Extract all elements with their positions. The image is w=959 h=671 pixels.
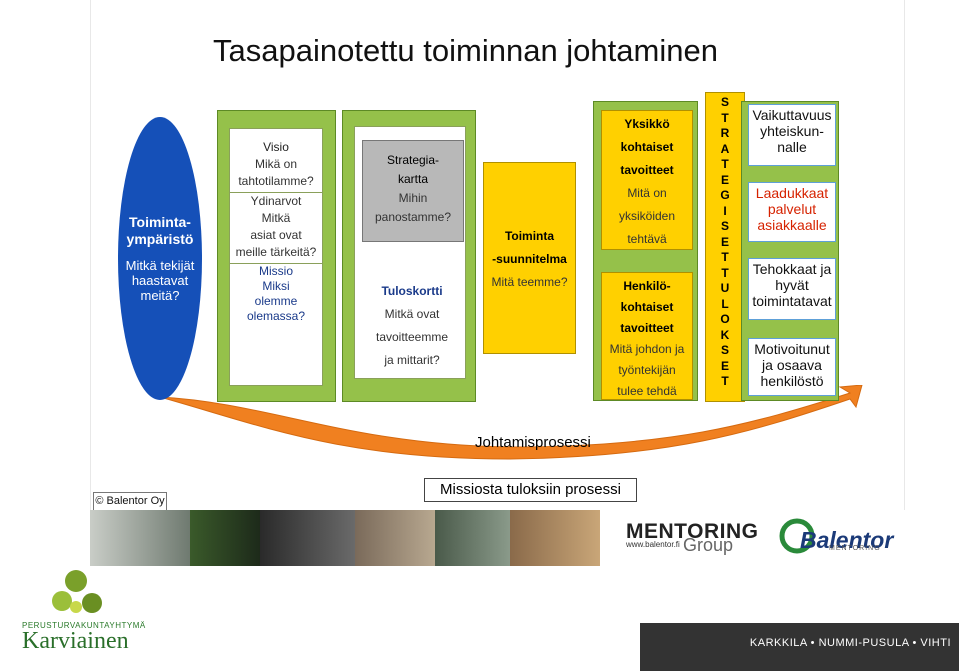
visio-q2: tahtotilamme? bbox=[238, 174, 314, 188]
strategic-letter: T bbox=[721, 157, 729, 171]
gooseberry-leaf-icon bbox=[52, 570, 102, 613]
result-box: Laadukkaat palvelut asiakkaalle bbox=[748, 182, 836, 242]
missio-q1: Miksi bbox=[262, 279, 290, 293]
photo-office bbox=[435, 510, 510, 566]
result-box: Vaikuttavuus yhteiskun-nalle bbox=[748, 104, 836, 166]
unit-goals-q2: yksiköiden bbox=[618, 209, 676, 223]
operations-q: Mitä teemme? bbox=[491, 275, 568, 289]
page-title: Tasapainotettu toiminnan johtaminen bbox=[213, 33, 718, 68]
process-label: Johtamisprosessi bbox=[475, 434, 591, 451]
unit-goals-h3: tavoitteet bbox=[620, 163, 674, 177]
mentoring-url: www.balentor.fi bbox=[626, 540, 680, 549]
org-top-text: PERUSTURVAKUNTAYHTYMÄ bbox=[22, 621, 146, 630]
operations-h2: -suunnitelma bbox=[492, 252, 567, 266]
arvot-q3: meille tärkeitä? bbox=[235, 245, 317, 259]
vision-box: Visio Mikä on tahtotilamme? Ydinarvot Mi… bbox=[229, 128, 323, 386]
personal-goals-q3: tulee tehdä bbox=[617, 384, 677, 398]
photo-meeting bbox=[355, 510, 435, 566]
strategic-letter: A bbox=[720, 141, 730, 156]
scorecard-label: Tuloskortti bbox=[381, 284, 443, 298]
scorecard-q3: ja mittarit? bbox=[384, 353, 440, 367]
strategic-letter: O bbox=[720, 312, 730, 326]
footer-bar: KARKKILA • NUMMI-PUSULA • VIHTI bbox=[640, 623, 959, 671]
strategy-q1: Mihin bbox=[398, 191, 428, 205]
balentor-sub: MENTORING bbox=[829, 545, 881, 552]
unit-goals-q3: tehtävä bbox=[627, 232, 667, 246]
mentoring-group: Group bbox=[683, 535, 734, 555]
strategic-letter: T bbox=[721, 250, 729, 264]
result-box: Tehokkaat ja hyvät toimintatavat bbox=[748, 258, 836, 320]
operations-h1: Toiminta bbox=[504, 229, 555, 243]
unit-goals-box: Yksikkö kohtaiset tavoitteet Mitä on yks… bbox=[601, 110, 693, 250]
strategic-letter: S bbox=[720, 219, 729, 233]
org-name: Karviainen bbox=[22, 628, 129, 654]
strategy-q2: panostamme? bbox=[374, 210, 452, 224]
strategic-letter: R bbox=[720, 126, 730, 140]
strategic-letter: S bbox=[720, 95, 729, 109]
visio-q1: Mikä on bbox=[254, 157, 298, 171]
personal-goals-h3: tavoitteet bbox=[620, 321, 674, 335]
scorecard-q2: tavoitteemme bbox=[375, 330, 449, 344]
visio-label: Visio bbox=[263, 140, 289, 154]
arvot-label: Ydinarvot bbox=[230, 192, 322, 210]
missio-q3: olemassa? bbox=[246, 309, 306, 323]
strategic-letter: K bbox=[720, 327, 730, 342]
environment-heading: Toiminta-ympäristö bbox=[126, 214, 194, 247]
unit-goals-h1: Yksikkö bbox=[624, 117, 670, 131]
personal-goals-h2: kohtaiset bbox=[620, 300, 674, 314]
environment-ellipse: Toiminta-ympäristö Mitkä tekijät haastav… bbox=[118, 117, 202, 400]
arvot-q1: Mitkä bbox=[261, 211, 291, 225]
strategic-letter: L bbox=[721, 296, 729, 311]
strategic-letter: S bbox=[720, 343, 729, 357]
strategic-letter: I bbox=[723, 203, 727, 218]
missio-q2: olemme bbox=[254, 294, 298, 308]
personal-goals-q1: Mitä johdon ja bbox=[609, 342, 685, 356]
strategic-letter: T bbox=[721, 110, 729, 125]
personal-goals-box: Henkilö- kohtaiset tavoitteet Mitä johdo… bbox=[601, 272, 693, 400]
mentoring-logo: MENTORING bbox=[626, 520, 759, 543]
mission-process-label: Missiosta tuloksiin prosessi bbox=[424, 478, 637, 502]
strategic-letter: T bbox=[721, 374, 729, 388]
process-arrow bbox=[159, 385, 863, 460]
strategic-letter: E bbox=[720, 234, 729, 249]
missio-label: Missio bbox=[230, 263, 322, 279]
operations-box: Toiminta -suunnitelma Mitä teemme? bbox=[483, 162, 576, 354]
photo-flowers bbox=[190, 510, 260, 566]
scorecard-box: Tuloskortti Mitkä ovat tavoitteemme ja m… bbox=[362, 280, 462, 372]
strategic-letter: E bbox=[720, 172, 729, 187]
scorecard-q1: Mitkä ovat bbox=[384, 307, 440, 321]
arvot-q2: asiat ovat bbox=[250, 228, 302, 242]
footer-towns: KARKKILA • NUMMI-PUSULA • VIHTI bbox=[749, 637, 951, 649]
unit-goals-h2: kohtaiset bbox=[620, 140, 674, 154]
strategy-map-box: Strategia- kartta Mihin panostamme? bbox=[362, 140, 464, 242]
unit-goals-q1: Mitä on bbox=[627, 186, 667, 200]
photo-businessman bbox=[90, 510, 190, 566]
result-box: Motivoitunut ja osaava henkilöstö bbox=[748, 338, 836, 396]
photo-smiling-man bbox=[510, 510, 600, 566]
copyright: © Balentor Oy bbox=[93, 492, 167, 511]
balentor-logo: Balentor bbox=[800, 527, 894, 553]
photo-team bbox=[260, 510, 355, 566]
personal-goals-h1: Henkilö- bbox=[623, 279, 671, 293]
environment-text: Mitkä tekijät haastavat meitä? bbox=[125, 258, 195, 303]
strategic-letter: U bbox=[720, 281, 730, 295]
strategy-h1: Strategia- bbox=[386, 153, 440, 167]
strategic-letter: G bbox=[720, 188, 730, 202]
strategic-letter: E bbox=[720, 358, 729, 373]
personal-goals-q2: työntekijän bbox=[618, 363, 676, 377]
strategic-letter: T bbox=[721, 265, 729, 280]
balentor-swirl-icon bbox=[779, 518, 815, 554]
strategy-h2: kartta bbox=[397, 172, 428, 186]
